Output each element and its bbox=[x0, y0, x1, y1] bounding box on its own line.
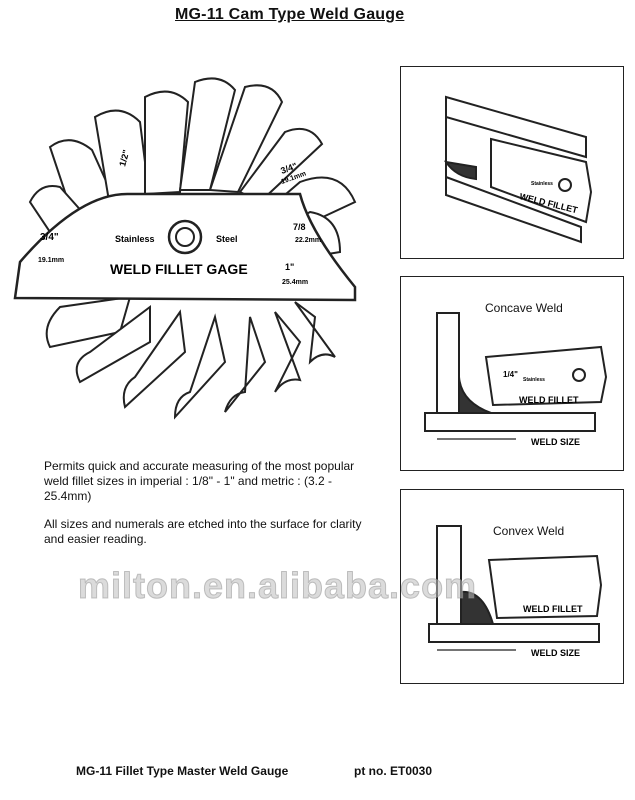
panel-2-fraction: 1/4" bbox=[503, 370, 518, 379]
description-para-1: Permits quick and accurate measuring of … bbox=[44, 459, 355, 503]
panel-3-drawing: WELD FILLET WELD SIZE bbox=[428, 525, 603, 658]
gauge-main-label: WELD FILLET GAGE bbox=[110, 261, 248, 277]
panel-2-gauge-label: WELD FILLET bbox=[519, 395, 579, 405]
gauge-label-stainless: Stainless bbox=[115, 234, 155, 244]
page-title: MG-11 Cam Type Weld Gauge bbox=[175, 6, 405, 23]
panel-1-small-label: Stainless bbox=[531, 181, 553, 187]
cam-gauge-illustration: Stainless Steel WELD FILLET GAGE 3/4" 19… bbox=[13, 77, 357, 420]
panel-concave-weld: Concave Weld 1/4" Stainless WELD FILLET … bbox=[400, 276, 624, 471]
panel-2-size-label: WELD SIZE bbox=[531, 437, 580, 447]
blade-label-5: 25.4mm bbox=[282, 279, 308, 286]
panel-2-title: Concave Weld bbox=[485, 301, 563, 315]
description-para-2: All sizes and numerals are etched into t… bbox=[44, 517, 362, 546]
blade-label-1: 19.1mm bbox=[38, 257, 64, 264]
gauge-label-steel: Steel bbox=[216, 234, 238, 244]
blade-label-2: 7/8 bbox=[293, 222, 306, 232]
panel-convex-weld: Convex Weld WELD FILLET WELD SIZE bbox=[400, 489, 624, 684]
footer-part-number: pt no. ET0030 bbox=[354, 764, 433, 778]
footer-product-name: MG-11 Fillet Type Master Weld Gauge bbox=[76, 764, 289, 778]
panel-3-title: Convex Weld bbox=[493, 524, 565, 538]
description: Permits quick and accurate measuring of … bbox=[44, 459, 364, 560]
watermark: milton.en.alibaba.com bbox=[77, 565, 478, 607]
blade-label-3: 22.2mm bbox=[295, 237, 321, 244]
blade-label-8: 1/2" bbox=[117, 149, 131, 168]
blade-label-0: 3/4" bbox=[40, 232, 59, 243]
panel-1-drawing: Stainless WELD FILLET bbox=[443, 95, 593, 244]
panel-gauge-in-use: Stainless WELD FILLET bbox=[400, 66, 624, 259]
panel-3-size-label: WELD SIZE bbox=[531, 648, 580, 658]
panel-2-small-label: Stainless bbox=[523, 377, 545, 383]
blade-label-4: 1" bbox=[285, 262, 294, 272]
panel-2-drawing: 1/4" Stainless WELD FILLET WELD SIZE bbox=[424, 312, 608, 447]
panel-3-gauge-label: WELD FILLET bbox=[523, 604, 583, 614]
